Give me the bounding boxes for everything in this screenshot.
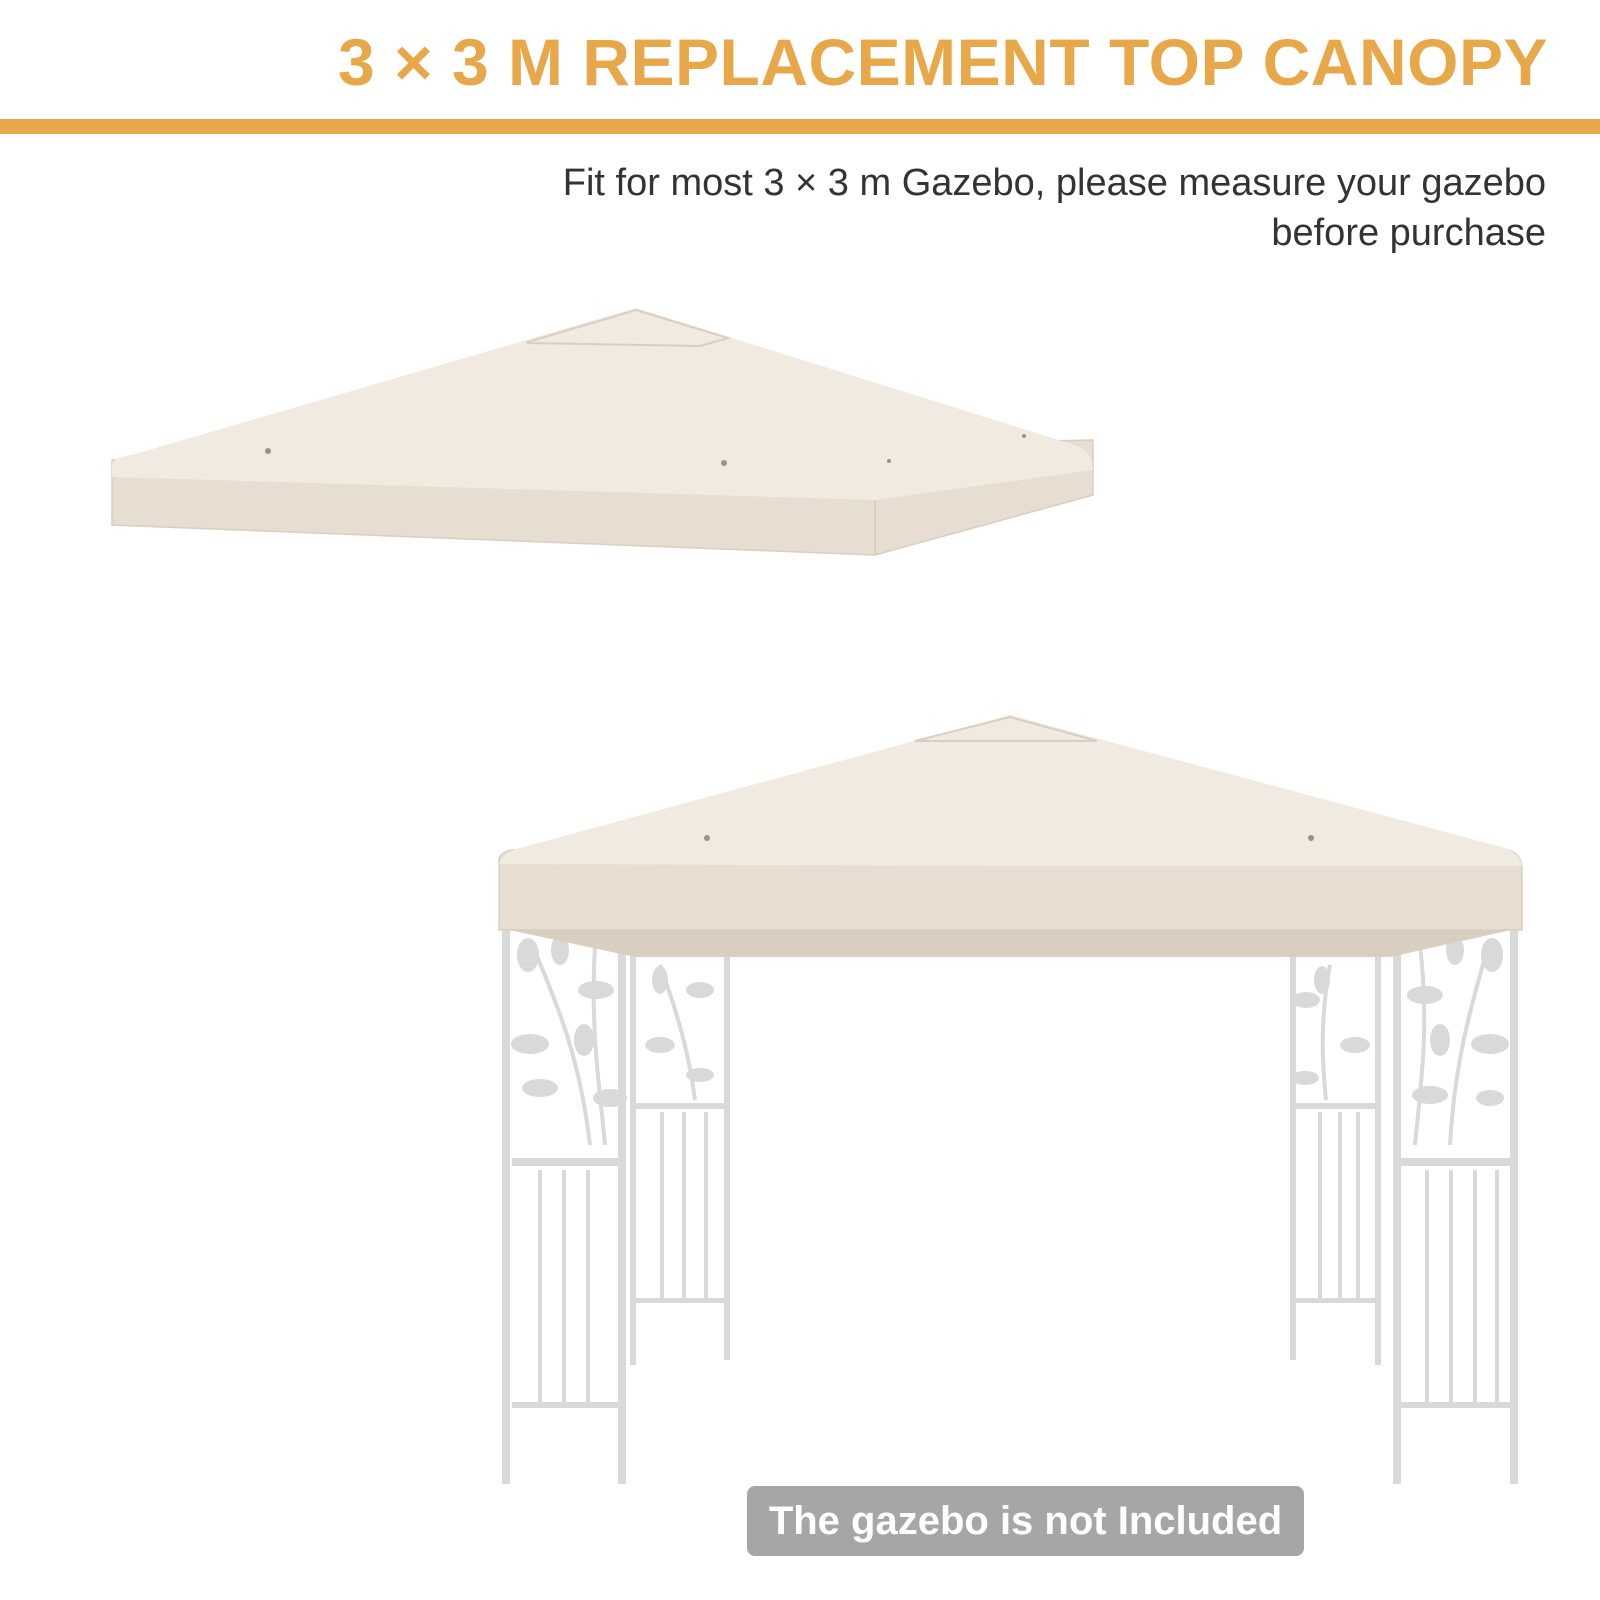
canopy-standalone-roof xyxy=(112,308,1093,500)
canopy-standalone-grommet-3 xyxy=(887,459,891,463)
gazebo-frame xyxy=(502,930,1518,1484)
canopy-installed-underside xyxy=(500,928,1520,957)
canopy-installed-roof xyxy=(499,715,1522,866)
canopy-standalone-grommet-2 xyxy=(721,460,727,466)
canopy-installed xyxy=(498,715,1523,957)
page-title: 3 × 3 M REPLACEMENT TOP CANOPY xyxy=(338,25,1548,99)
not-included-badge: The gazebo is not Included xyxy=(747,1486,1304,1556)
subtitle: Fit for most 3 × 3 m Gazebo, please meas… xyxy=(346,158,1546,258)
canopy-standalone-vent xyxy=(527,308,732,348)
canopy-standalone xyxy=(111,308,1094,556)
canopy-standalone-grommet-4 xyxy=(1022,434,1026,438)
title-divider xyxy=(0,119,1600,134)
subtitle-line-1: Fit for most 3 × 3 m Gazebo, please meas… xyxy=(562,162,1546,204)
canopy-installed-grommet-1 xyxy=(704,835,710,841)
canopy-installed-vent xyxy=(914,715,1098,742)
canopy-installed-grommet-2 xyxy=(1308,835,1314,841)
subtitle-line-2: before purchase xyxy=(1271,212,1546,254)
canopy-standalone-grommet-1 xyxy=(265,448,271,454)
vine-leaves xyxy=(511,935,1509,1107)
